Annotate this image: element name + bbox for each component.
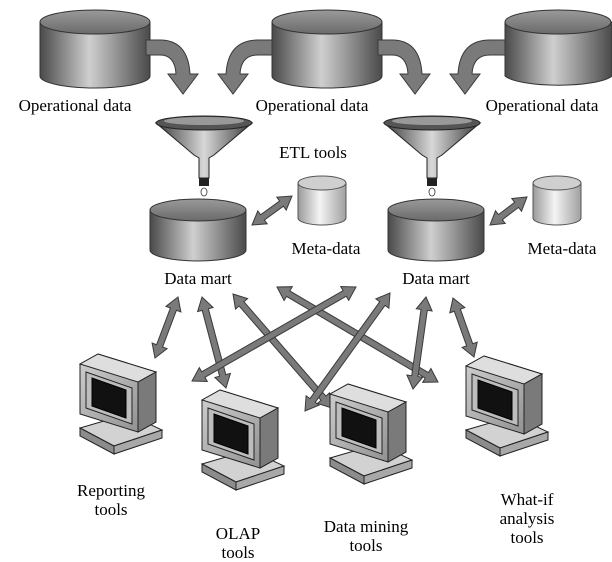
tool-computers — [78, 353, 550, 491]
feed-arrow-1 — [145, 39, 199, 95]
data-mining-computer-icon — [328, 383, 414, 485]
etl-tools-label: ETL tools — [279, 143, 347, 162]
source-db-icon-2 — [271, 9, 383, 89]
data-mart-db-icon-1 — [149, 198, 247, 262]
feed-arrow-2 — [217, 39, 273, 95]
connector-arrows — [151, 195, 528, 412]
tool-label-olap: OLAP tools — [216, 524, 260, 562]
reporting-computer-icon — [78, 353, 164, 455]
arrow-mart2-reporting — [191, 285, 357, 383]
meta-data-label-2: Meta-data — [527, 239, 597, 258]
feed-arrow-4 — [449, 39, 506, 95]
tool-label-data-mining-line2: tools — [349, 536, 383, 555]
etl-funnel-icon-2 — [382, 115, 482, 208]
arrow-mart1-meta1 — [251, 195, 293, 226]
data-mart-db-icon-2 — [387, 198, 485, 262]
source-label-3: Operational data — [485, 96, 599, 115]
arrow-mart2-datamining — [406, 296, 433, 390]
arrow-mart2-olap — [304, 292, 391, 412]
tool-label-data-mining-line1: Data mining — [323, 517, 409, 536]
tool-label-reporting-line1: Reporting — [77, 481, 145, 500]
tool-label-olap-line1: OLAP — [215, 524, 261, 543]
feed-arrow-3 — [377, 39, 431, 95]
source-db-icon-3 — [504, 9, 612, 86]
tool-label-reporting-line2: tools — [94, 500, 128, 519]
source-db-icon-1 — [39, 9, 151, 89]
etl-funnel-icon-1 — [154, 115, 254, 208]
arrow-mart2-meta2 — [489, 196, 528, 226]
data-mart-label-2: Data mart — [402, 269, 470, 288]
arrow-mart1-reporting — [151, 296, 182, 359]
tool-label-reporting: Reporting tools — [77, 481, 145, 519]
source-label-2: Operational data — [255, 96, 369, 115]
tool-label-data-mining: Data mining tools — [324, 517, 409, 555]
source-label-1: Operational data — [18, 96, 132, 115]
data-mart-label-1: Data mart — [164, 269, 232, 288]
tool-label-olap-line2: tools — [221, 543, 255, 562]
what-if-computer-icon — [464, 355, 550, 457]
olap-computer-icon — [200, 389, 286, 491]
tool-label-what-if: What-if analysis tools — [485, 490, 570, 547]
arrow-mart2-whatif — [449, 297, 478, 358]
metadata-db-icon-2 — [532, 175, 582, 226]
tool-label-what-if-line1: What-if analysis — [499, 490, 555, 528]
metadata-db-icon-1 — [297, 175, 347, 226]
tool-label-what-if-line2: tools — [510, 528, 544, 547]
meta-data-label-1: Meta-data — [291, 239, 361, 258]
